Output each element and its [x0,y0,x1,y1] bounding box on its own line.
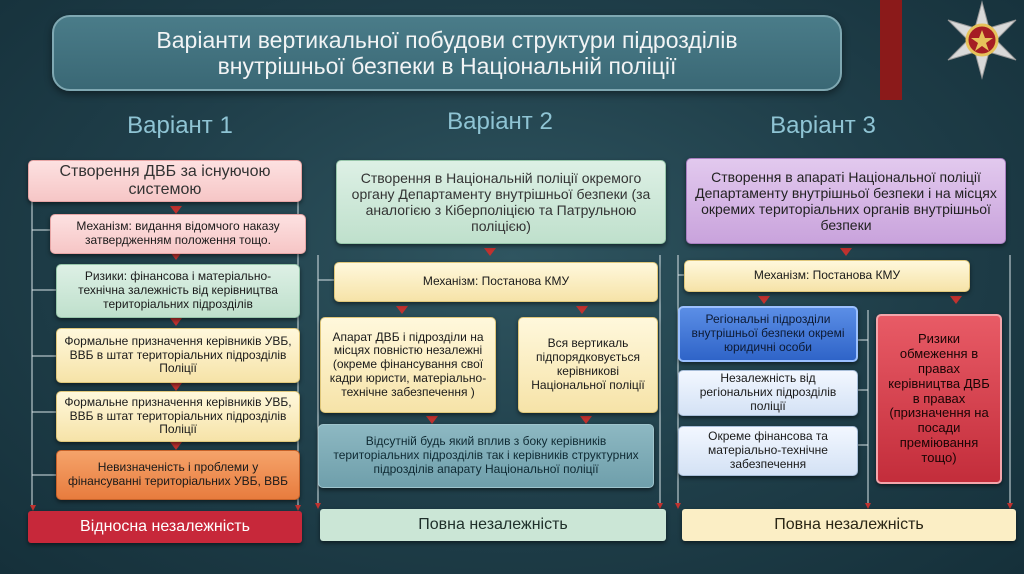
variant-3-heading: Варіант 3 [770,112,876,139]
police-star-emblem [942,0,1022,80]
variant-2-subordination-box: Вся вертикаль підпорядковується керівник… [518,317,658,413]
variant-3-risks-box: Ризики обмеження в правах керівництва ДВ… [876,314,1002,484]
variant-2-mechanism-box: Механізм: Постанова КМУ [334,262,658,302]
variant-1-appointment-box-1: Формальне призначення керівників УВБ, ВВ… [56,328,300,383]
decorative-strip [880,0,902,100]
variant-2-footer: Повна незалежність [320,509,666,541]
variant-3-regional-units-box: Регіональні підрозділи внутрішньої безпе… [678,306,858,362]
variant-1-heading: Варіант 1 [127,112,233,139]
variant-3-footer: Повна незалежність [682,509,1016,541]
variant-2-no-influence-box: Відсутній будь який вплив з боку керівни… [318,424,654,488]
variant-3-mechanism-box: Механізм: Постанова КМУ [684,260,970,292]
variant-1-appointment-box-2: Формальне призначення керівників УВБ, ВВ… [56,391,300,442]
title-line-1: Варіанти вертикальної побудови структури… [156,27,738,53]
variant-2-main-box: Створення в Національній поліції окремог… [336,160,666,244]
variant-2-independence-box: Апарат ДВБ і підрозділи на місцях повніс… [320,317,496,413]
variant-1-main-box: Створення ДВБ за існуючою системою [28,160,302,202]
title-line-2: внутрішньої безпеки в Національній поліц… [217,53,677,79]
variant-1-footer: Відносна незалежність [28,511,302,543]
variant-1-funding-box: Невизначеність і проблеми у фінансуванні… [56,450,300,500]
variant-3-independence-box: Незалежність від регіональних підрозділі… [678,370,858,416]
variant-3-funding-box: Окреме фінансова та матеріально-технічне… [678,426,858,476]
variant-3-main-box: Створення в апараті Національної поліції… [686,158,1006,244]
variant-1-mechanism-box: Механізм: видання відомчого наказу затве… [50,214,306,254]
variant-1-risks-box: Ризики: фінансова і матеріально-технічна… [56,264,300,318]
page-title: Варіанти вертикальної побудови структури… [52,15,842,91]
variant-2-heading: Варіант 2 [447,108,553,135]
